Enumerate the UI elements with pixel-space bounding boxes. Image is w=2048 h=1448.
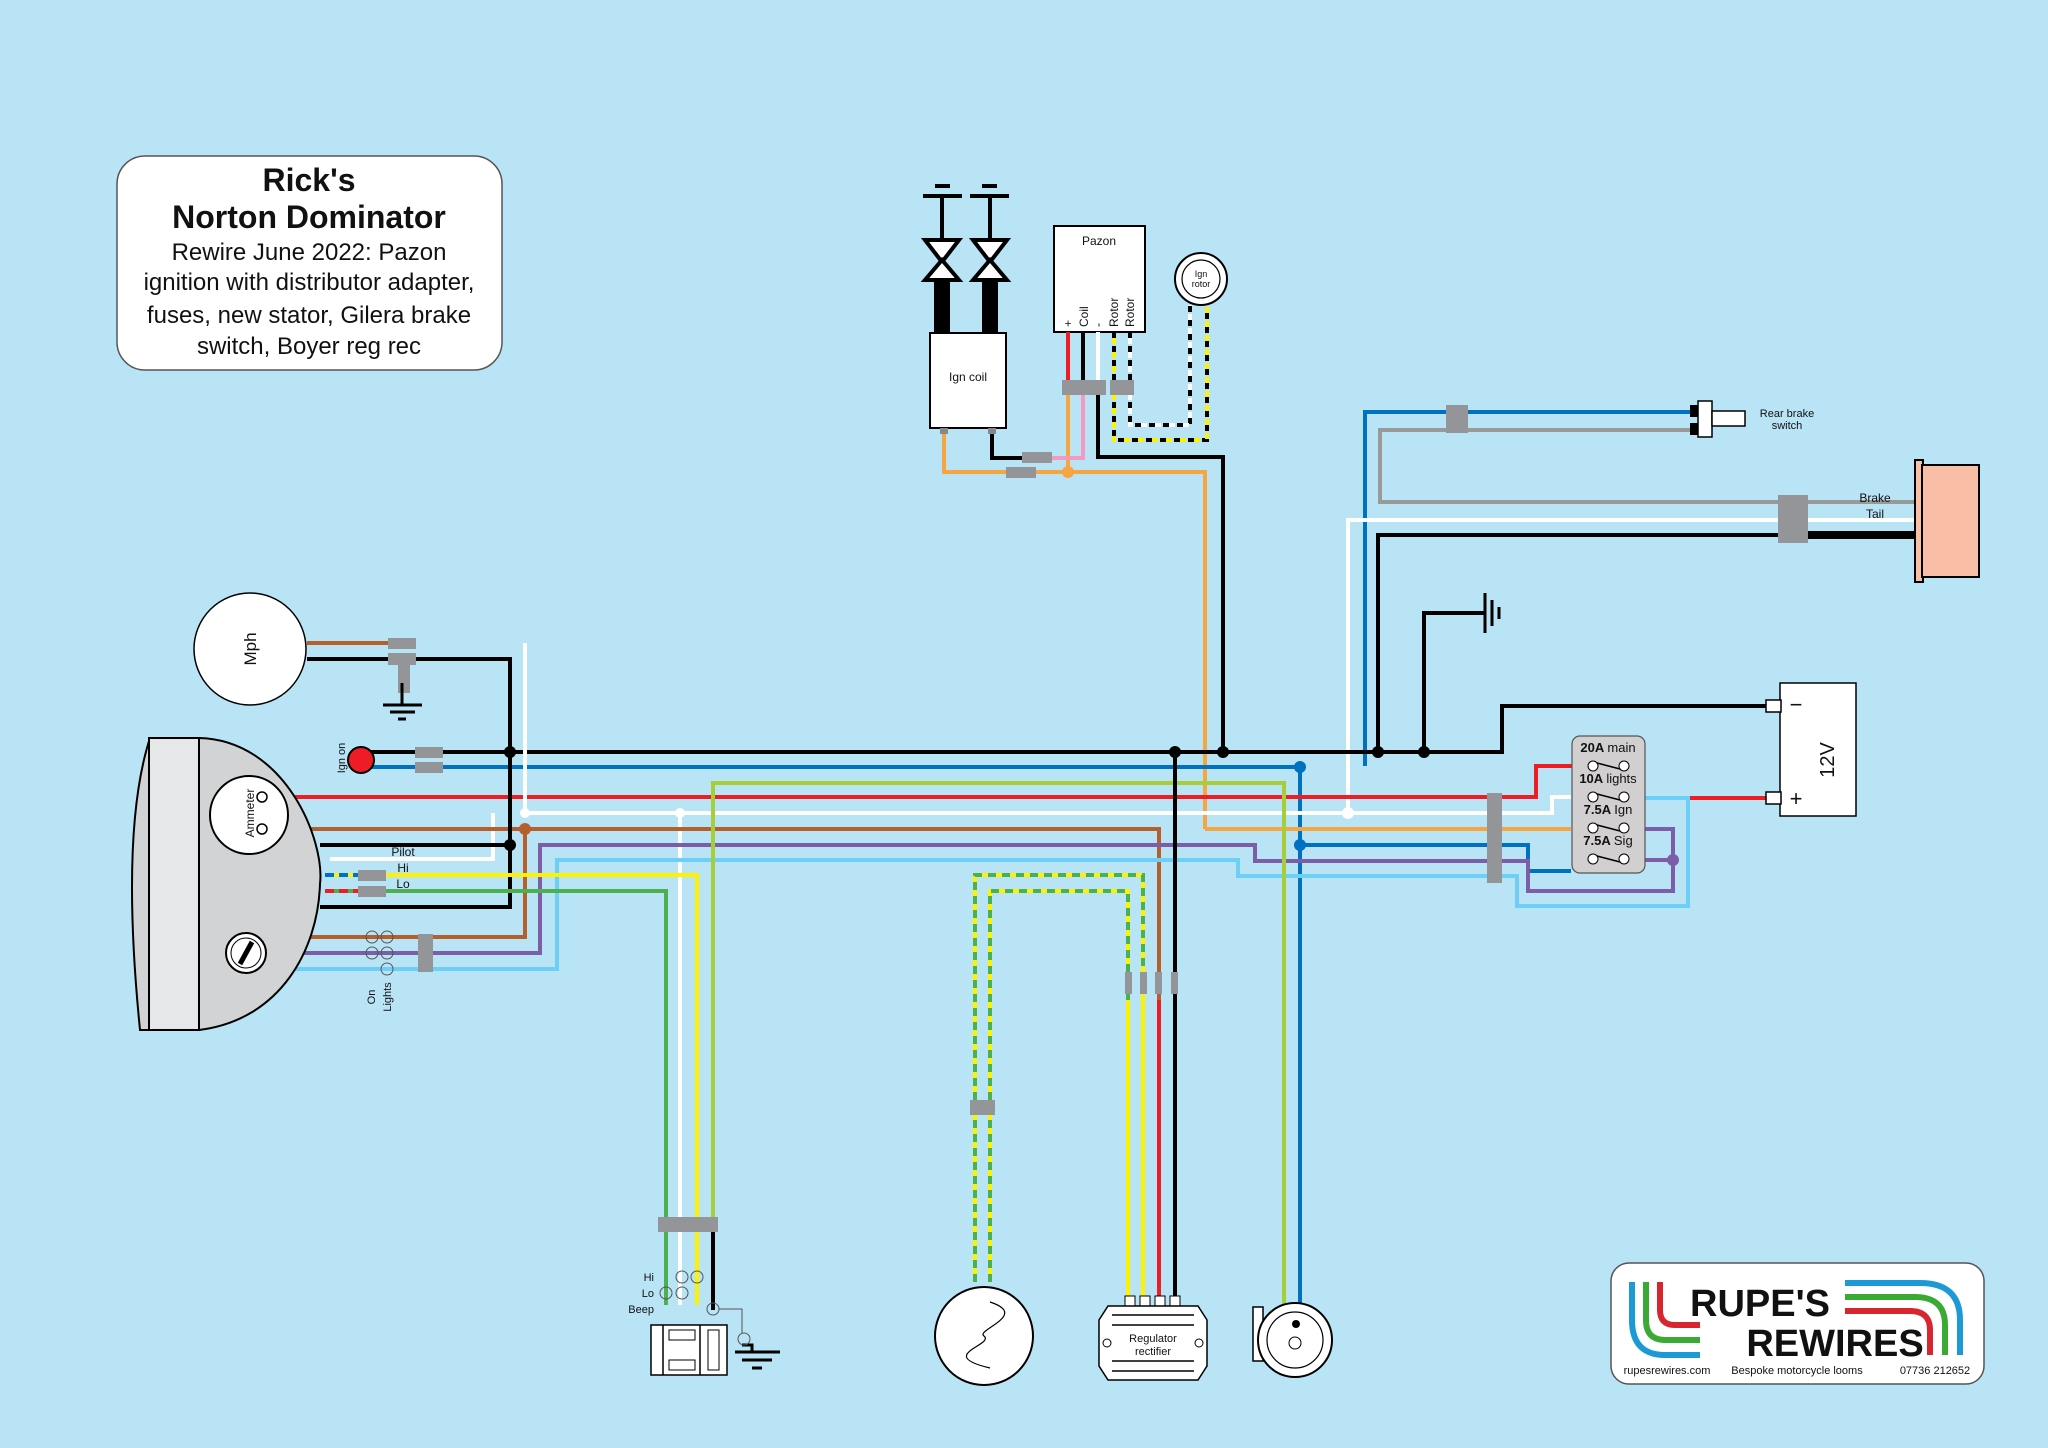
ign-on-lamp: Ign on xyxy=(336,743,375,774)
svg-text:rupesrewires.com: rupesrewires.com xyxy=(1624,1365,1711,1377)
title-box: Rick's Norton Dominator Rewire June 2022… xyxy=(116,155,503,371)
rear-brake-switch: Rear brake switch xyxy=(1690,400,1814,438)
fuse-label: 7.5A Sig xyxy=(1583,833,1632,848)
svg-text:RUPE'S: RUPE'S xyxy=(1690,1283,1830,1325)
svg-text:rectifier: rectifier xyxy=(1135,1346,1171,1358)
desc-line4: switch, Boyer reg rec xyxy=(197,333,421,360)
svg-text:On: On xyxy=(366,990,378,1005)
rupes-rewires-logo: RUPE'S REWIRES rupesrewires.com Bespoke … xyxy=(1610,1262,1985,1385)
desc-line1: Rewire June 2022: Pazon xyxy=(172,239,447,266)
svg-text:REWIRES: REWIRES xyxy=(1746,1323,1923,1365)
svg-text:Bespoke motorcycle looms: Bespoke motorcycle looms xyxy=(1731,1365,1863,1377)
svg-text:Hi: Hi xyxy=(397,861,408,875)
horn xyxy=(1252,1302,1333,1378)
svg-text:switch: switch xyxy=(1772,420,1803,432)
svg-text:+: + xyxy=(1061,320,1075,327)
svg-text:Hi: Hi xyxy=(644,1272,654,1284)
ignition-coil: Ign coil xyxy=(929,332,1007,434)
svg-text:Brake: Brake xyxy=(1859,491,1891,505)
svg-text:Pilot: Pilot xyxy=(391,845,415,859)
svg-text:-: - xyxy=(1091,323,1105,327)
connectors xyxy=(358,380,1808,1232)
svg-text:rotor: rotor xyxy=(1192,279,1211,289)
fuse-box: 20A main 10A lights 7.5A Ign 7.5A Sig xyxy=(1571,735,1646,874)
svg-text:Lights: Lights xyxy=(382,982,394,1012)
speedometer: Mph xyxy=(193,592,307,706)
svg-text:Ign: Ign xyxy=(1195,269,1208,279)
desc-line3: fuses, new stator, Gilera brake xyxy=(147,302,471,329)
svg-text:Ammeter: Ammeter xyxy=(243,789,257,838)
svg-text:Rotor: Rotor xyxy=(1123,298,1137,327)
svg-text:Lo: Lo xyxy=(642,1288,654,1300)
regulator-rectifier: Regulator rectifier xyxy=(1098,1295,1208,1381)
handlebar-switch: Hi Lo Beep xyxy=(628,1270,751,1376)
svg-text:Tail: Tail xyxy=(1866,507,1884,521)
fuse-label: 10A lights xyxy=(1579,771,1637,786)
fuse-label: 20A main xyxy=(1580,740,1635,755)
fuse-label: 7.5A Ign xyxy=(1584,802,1633,817)
battery: − + 12V xyxy=(1765,682,1857,817)
svg-text:Rear brake: Rear brake xyxy=(1760,408,1814,420)
svg-text:Ign on: Ign on xyxy=(336,743,348,774)
svg-text:Regulator: Regulator xyxy=(1129,1333,1177,1345)
fuse-0: 20A main xyxy=(1580,740,1636,772)
svg-text:Ign coil: Ign coil xyxy=(949,370,987,384)
pazon-unit: Pazon + Coil - Rotor Rotor xyxy=(1053,225,1146,333)
earth-symbols xyxy=(383,593,1501,1370)
svg-text:Beep: Beep xyxy=(628,1304,654,1316)
svg-text:Lo: Lo xyxy=(396,877,410,891)
tail-light: Brake Tail xyxy=(1859,459,1980,583)
title-line1: Rick's xyxy=(263,162,356,198)
ignition-rotor: Ign rotor xyxy=(1174,252,1228,306)
svg-text:Pazon: Pazon xyxy=(1082,234,1116,248)
fuse-3: 7.5A Sig xyxy=(1583,833,1633,865)
wires xyxy=(262,305,1915,1330)
desc-line2: ignition with distributor adapter, xyxy=(144,269,475,296)
svg-text:12V: 12V xyxy=(1817,742,1839,778)
fuse-1: 10A lights xyxy=(1579,771,1637,803)
junction-dots xyxy=(504,466,1679,866)
spark-plugs xyxy=(920,184,1012,337)
fuse-2: 7.5A Ign xyxy=(1584,802,1633,834)
svg-text:Mph: Mph xyxy=(241,632,260,665)
svg-text:−: − xyxy=(1790,692,1803,717)
svg-text:Coil: Coil xyxy=(1077,306,1091,327)
svg-text:+: + xyxy=(1790,786,1803,811)
headlamp: Ammeter Pilot Hi Lo On Lights xyxy=(131,736,415,1032)
svg-text:Rotor: Rotor xyxy=(1107,298,1121,327)
svg-text:07736 212652: 07736 212652 xyxy=(1900,1365,1970,1377)
alternator xyxy=(934,1286,1034,1386)
title-line2: Norton Dominator xyxy=(172,199,446,235)
